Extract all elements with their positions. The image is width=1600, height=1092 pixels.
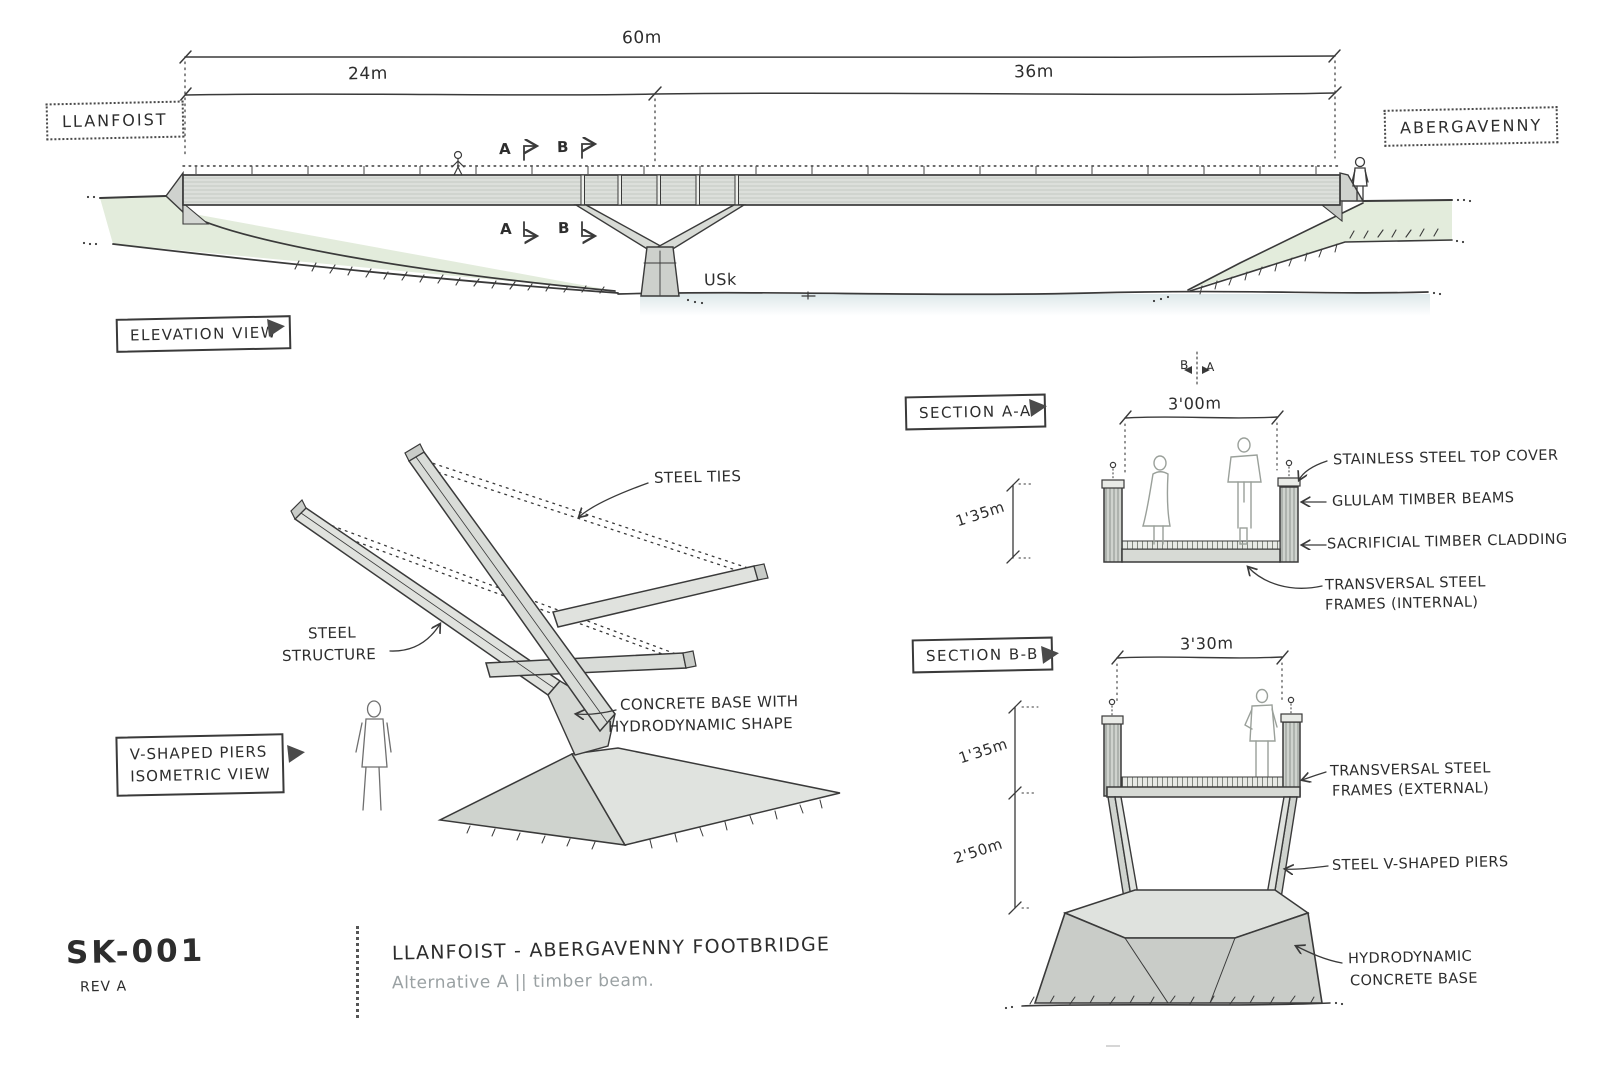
isometric-view-title-line1: V-SHAPED PIERS [129,742,268,764]
annotation-frames-internal-line1: TRANSVERSAL STEEL [1324,574,1486,594]
pier-arm-front-left [407,451,616,733]
steel-ties-dotted [305,458,761,664]
right-bank-grass [1349,228,1439,239]
timber-post-right-bb [1282,721,1301,797]
dim-total-label: 60m [621,27,663,49]
bb-leader-lines [1285,771,1343,964]
project-subtitle: Alternative A || timber beam. [391,970,655,994]
section-bb-title: SECTION B-B [911,636,1054,674]
bridge-deck [182,174,1341,206]
person-figure-right-bank [1351,156,1369,201]
elevation-drawing [82,144,1472,316]
steel-structure-label-line1: STEEL [307,623,357,643]
annotation-frames-external-line1: TRANSVERSAL STEEL [1329,760,1491,780]
walking-surface-aa [1121,540,1281,550]
walking-surface-bb [1121,776,1284,788]
right-embankment [1188,200,1452,290]
left-bank-grass [294,260,605,294]
view-direction-marker-elevation [267,317,286,337]
section-cut-arrows [523,144,594,236]
section-aa-drawing [1006,351,1328,589]
steel-ties-label: STEEL TIES [653,467,742,487]
timber-wall-left [1103,486,1123,563]
view-direction-marker-bb [1041,644,1060,664]
section-marker-b-bottom: B [557,218,571,238]
pier-arm-upper-right [552,565,759,628]
annotation-frames-internal-line2: FRAMES (INTERNAL) [1324,594,1479,614]
place-label-llanfoist: LLANFOIST [45,100,184,141]
annotation-hydro-base-line2: CONCRETE BASE [1349,970,1478,990]
v-pier-elevation [573,204,747,297]
revision-label: REV A [79,978,128,996]
left-embankment [100,196,615,291]
isometric-view-title-line2: ISOMETRIC VIEW [130,764,271,786]
river-water [640,294,1430,316]
drawing-number: SK-001 [65,932,206,972]
annotation-frames-external-line2: FRAMES (EXTERNAL) [1331,780,1490,800]
section-aa-width-dim: 3'00m [1167,393,1222,414]
section-bb-drawing [1004,650,1344,1010]
annotation-hydro-base-line1: HYDRODYNAMIC [1347,948,1473,968]
ground-line-bb [1021,1002,1331,1007]
section-marker-a-bottom: A [499,219,513,239]
river-label: USk [703,269,738,290]
section-marker-b-top: B [556,137,570,157]
steel-structure-label-line2: STRUCTURE [281,645,377,665]
right-slope-hatch [1199,243,1338,295]
base-edge-hatch [466,799,823,850]
view-direction-marker-aa [1029,397,1048,417]
deck-slab-bb [1106,786,1301,798]
section-aa-title: SECTION A-A [904,393,1046,431]
pedestrian-figure-aa [1142,455,1171,545]
elevation-view-title: ELEVATION VIEW [115,315,292,353]
dim-right-span-label: 36m [1013,61,1055,83]
right-abutment [1339,172,1365,202]
title-block-divider [356,926,359,1018]
deck-posts [580,174,739,206]
concrete-base-label-line1: CONCRETE BASE WITH [619,692,799,714]
aa-leader-lines [1248,460,1328,589]
dim-left-span-label: 24m [347,63,389,85]
section-marker-a-top: A [498,139,512,159]
iso-leader-lines [389,482,649,714]
person-figure-bb [1244,688,1278,777]
pedestrian-figure-elevation [451,150,465,176]
person-figure-iso [355,700,392,811]
place-label-abergavenny: ABERGAVENNY [1383,106,1559,147]
timber-wall-right [1279,486,1299,563]
concrete-base-label-line2: HYDRODYNAMIC SHAPE [607,714,794,736]
direction-letter-a: A [1205,359,1215,375]
timber-post-left-bb [1103,721,1122,797]
cut-direction-icon [1184,366,1210,374]
isometric-drawing [290,443,841,850]
floor-slab-aa [1121,548,1281,563]
direction-letter-b: B [1179,357,1189,373]
view-direction-marker-isometric [287,743,306,763]
cyclist-figure-aa [1227,437,1262,545]
river-line [617,290,1429,296]
section-bb-width-dim: 3'30m [1179,633,1234,654]
isometric-view-title: V-SHAPED PIERS ISOMETRIC VIEW [115,733,286,797]
